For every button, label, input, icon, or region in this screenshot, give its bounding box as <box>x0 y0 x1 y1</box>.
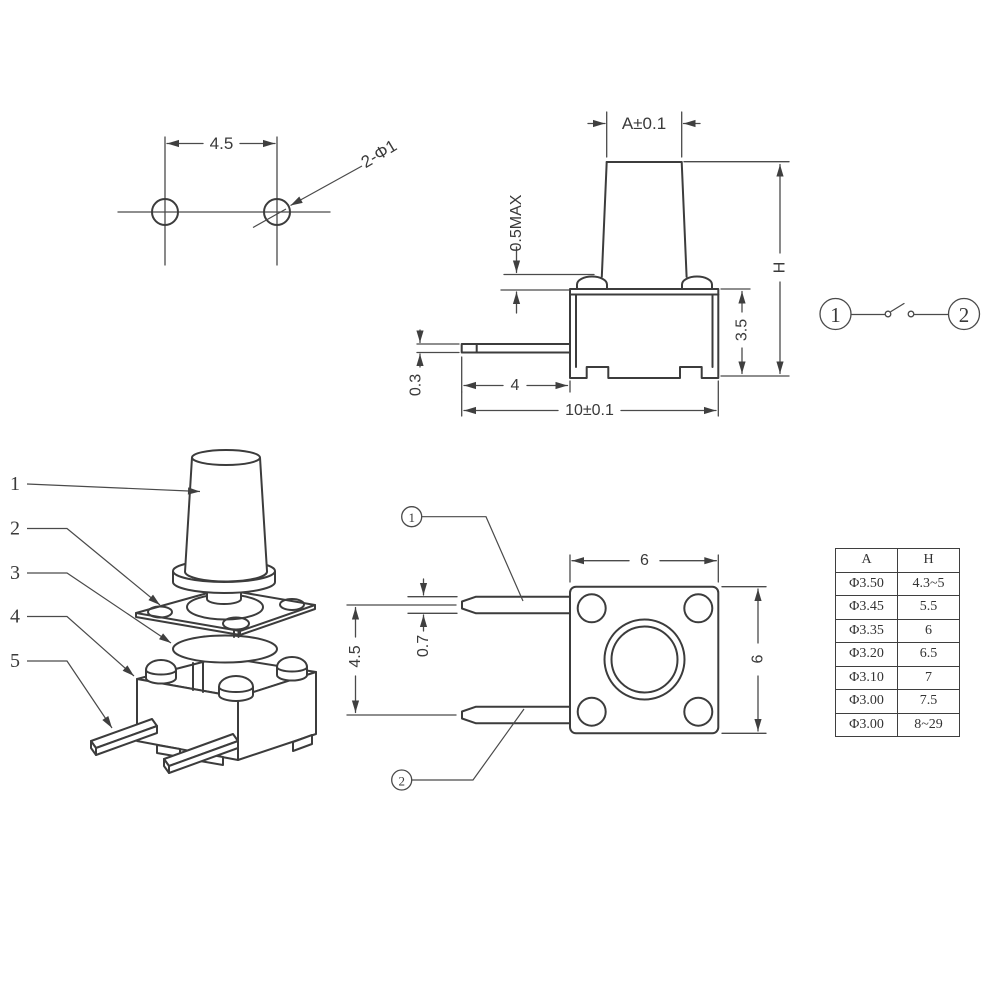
contact-pole-left <box>884 310 892 318</box>
cell-a: Φ3.10 <box>835 665 898 690</box>
table-row: Φ3.00 8~29 <box>835 712 960 737</box>
terminal-pin-1 <box>461 595 571 615</box>
contact-pole-right <box>907 310 915 318</box>
cell-a: Φ3.00 <box>835 689 898 714</box>
pin-width-dim: 0.7 <box>415 635 432 657</box>
terminal-pin-side <box>460 343 571 354</box>
corner-hole <box>576 696 607 727</box>
spec-table: A H Φ3.50 4.3~5 Φ3.45 5.5 Φ3.35 6 Φ3.20 … <box>835 548 960 737</box>
cell-h: 4.3~5 <box>897 571 960 596</box>
housing-base <box>90 656 317 774</box>
terminal-2-callout-circle <box>391 769 413 791</box>
terminal-1-callout-circle <box>401 506 423 528</box>
pin-length-dim: 4 <box>511 377 520 394</box>
col-header-h: H <box>897 548 960 573</box>
table-row: Φ3.20 6.5 <box>835 642 960 667</box>
cell-a: Φ3.20 <box>835 642 898 667</box>
cell-h: 7.5 <box>897 689 960 714</box>
body-depth-dim: 6 <box>750 654 767 663</box>
body-outline-top <box>569 585 720 735</box>
table-row: Φ3.10 7 <box>835 665 960 690</box>
cell-a: Φ3.00 <box>835 712 898 737</box>
top-view: 6 6 4.5 0.7 1 2 <box>346 506 767 791</box>
stem-collar-right <box>681 275 713 290</box>
cell-a: Φ3.35 <box>835 618 898 643</box>
terminal-2-circle <box>947 297 981 331</box>
cell-h: 7 <box>897 665 960 690</box>
corner-hole <box>683 593 714 624</box>
terminal-pin-2 <box>461 705 571 725</box>
col-header-a: A <box>835 548 898 573</box>
part-label-5: 5 <box>10 650 20 672</box>
part-label-4: 4 <box>10 606 20 628</box>
terminal-1-label: 1 <box>830 303 841 327</box>
table-row: Φ3.00 7.5 <box>835 689 960 714</box>
terminal-1-callout: 1 <box>408 510 415 525</box>
cell-h: 8~29 <box>897 712 960 737</box>
table-row: Φ3.50 4.3~5 <box>835 571 960 596</box>
stem-actuator <box>184 449 269 583</box>
terminal-pins <box>90 718 239 774</box>
cell-h: 6.5 <box>897 642 960 667</box>
exploded-view: 1 2 3 4 5 <box>10 449 317 774</box>
corner-hole <box>683 696 714 727</box>
stem-collar-left <box>576 275 608 290</box>
stem-width-dim: A±0.1 <box>622 114 666 133</box>
total-height-dim: H <box>772 262 789 274</box>
switch-body <box>569 288 720 379</box>
actuator-ring-outer <box>603 618 686 701</box>
cell-a: Φ3.50 <box>835 571 898 596</box>
switch-lever <box>890 302 905 313</box>
corner-hole <box>576 593 607 624</box>
actuator-ring-inner <box>610 625 679 694</box>
terminal-2-label: 2 <box>959 303 970 327</box>
mount-hole-left <box>151 198 179 226</box>
hole-pitch-dim: 4.5 <box>210 134 234 153</box>
cover-plate <box>135 588 316 638</box>
part-label-2: 2 <box>10 518 20 540</box>
body-width-dim: 6 <box>640 552 649 569</box>
table-row: Φ3.45 5.5 <box>835 595 960 620</box>
side-view: A±0.1 0.5MAX 0.3 4 10±0.1 3.5 H <box>408 111 790 419</box>
hole-callout-label: 2-Φ1 <box>358 136 400 172</box>
bump-height-dim: 0.5MAX <box>508 194 525 251</box>
part-label-3: 3 <box>10 562 20 584</box>
cell-a: Φ3.45 <box>835 595 898 620</box>
pin-thickness-dim: 0.3 <box>408 374 425 396</box>
overall-length-dim: 10±0.1 <box>565 402 614 419</box>
circuit-symbol: 1 2 <box>819 297 981 331</box>
terminal-1-circle <box>819 297 852 331</box>
table-row: Φ3.35 6 <box>835 618 960 643</box>
mount-hole-right <box>263 198 291 226</box>
pin-pitch-dim: 4.5 <box>347 645 364 667</box>
terminal-2-callout: 2 <box>398 774 405 789</box>
part-label-1: 1 <box>10 473 20 495</box>
body-height-dim: 3.5 <box>734 319 751 341</box>
cell-h: 5.5 <box>897 595 960 620</box>
table-header-row: A H <box>835 548 960 573</box>
metal-dome <box>172 634 278 664</box>
hole-pattern-view: 4.5 2-Φ1 <box>117 134 400 266</box>
cell-h: 6 <box>897 618 960 643</box>
